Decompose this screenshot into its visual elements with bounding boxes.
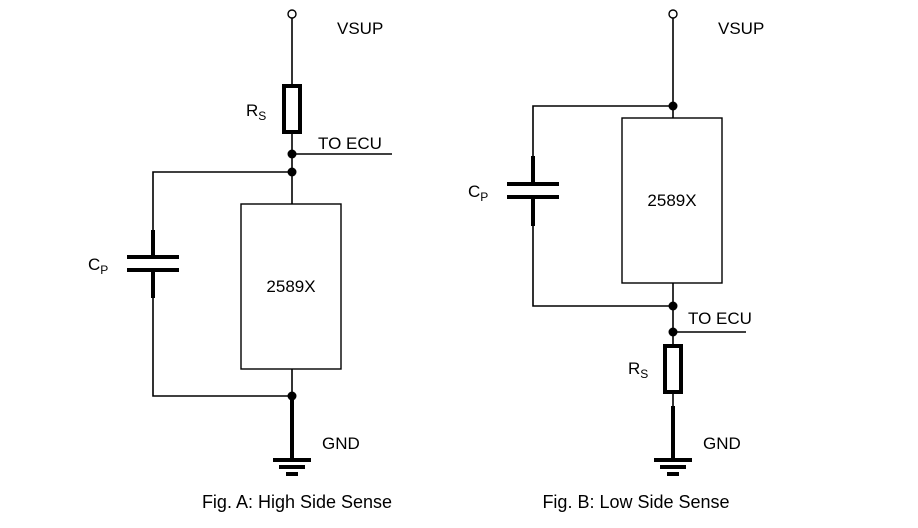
fig-a-caption: Fig. A: High Side Sense bbox=[202, 492, 392, 512]
fig-b-cap-top-wire bbox=[532, 105, 673, 156]
fig-a-cap-top-wire bbox=[152, 171, 292, 230]
fig-b-cap-bottom-node bbox=[668, 301, 678, 311]
fig-b-resistor bbox=[663, 344, 683, 394]
fig-a-resistor-label: RS bbox=[246, 101, 266, 123]
fig-a-resistor bbox=[282, 84, 302, 134]
fig-a-ecu-label: TO ECU bbox=[318, 134, 382, 153]
fig-b-ground-label: GND bbox=[703, 434, 741, 453]
figure-a-high-side-sense: VSUP RS TO ECU CP 2589X GND Fig. A: Hig bbox=[88, 9, 392, 512]
fig-a-cap-label: CP bbox=[88, 255, 108, 277]
fig-a-cap-bottom-wire bbox=[152, 298, 292, 397]
fig-a-ground-label: GND bbox=[322, 434, 360, 453]
fig-b-caption: Fig. B: Low Side Sense bbox=[542, 492, 729, 512]
fig-b-resistor-label: RS bbox=[628, 359, 648, 381]
fig-a-supply-terminal bbox=[287, 9, 297, 19]
fig-b-cap-label: CP bbox=[468, 182, 488, 204]
fig-a-chip bbox=[240, 203, 342, 370]
fig-b-ground-symbol bbox=[654, 458, 692, 476]
fig-b-chip bbox=[621, 117, 723, 284]
fig-a-ground-symbol bbox=[273, 458, 311, 476]
figure-b-low-side-sense: VSUP CP 2589X TO ECU RS GND Fig. B: Low bbox=[468, 9, 764, 512]
fig-b-chip-label: 2589X bbox=[647, 191, 696, 210]
fig-b-supply-terminal bbox=[668, 9, 678, 19]
fig-b-cap-bottom-wire bbox=[532, 226, 673, 307]
fig-a-supply-label: VSUP bbox=[337, 19, 383, 38]
fig-b-ecu-label: TO ECU bbox=[688, 309, 752, 328]
fig-b-supply-label: VSUP bbox=[718, 19, 764, 38]
fig-a-ground-node bbox=[287, 391, 297, 401]
fig-a-chip-label: 2589X bbox=[266, 277, 315, 296]
